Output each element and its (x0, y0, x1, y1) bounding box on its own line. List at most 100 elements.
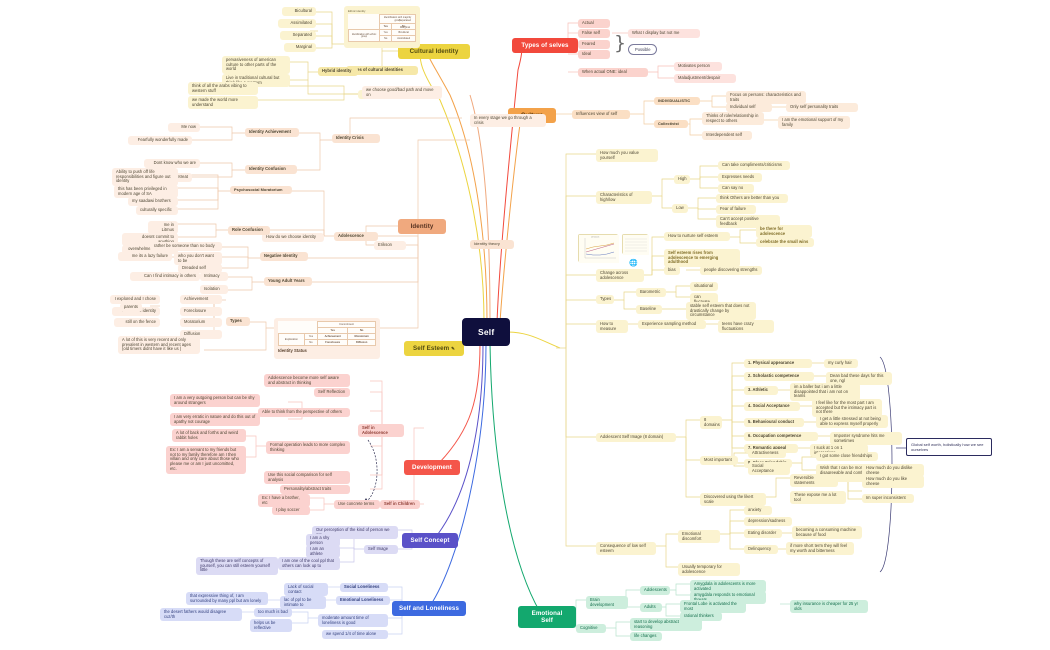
node-characteristics-high-low[interactable]: Characteristics of high/low (596, 191, 652, 205)
node-high-item-2[interactable]: Expresses needs (718, 173, 762, 182)
node-brain-development[interactable]: Brain development (586, 596, 628, 610)
node-when-actual-one-ideal[interactable]: When actual ONE: ideal (578, 68, 648, 77)
node-domain-7[interactable]: 7. Romantic appeal (744, 444, 798, 453)
node-role-confusion-item-1[interactable]: me in Litmus (148, 221, 178, 235)
node-self-image[interactable]: Self Image (364, 545, 398, 554)
branch-self-and-loneliness[interactable]: Self and Loneliness (392, 601, 466, 617)
node-cultural-type-marginal[interactable]: Marginal (284, 43, 316, 52)
node-adolescents[interactable]: Adolescents (640, 586, 670, 595)
node-most-important-1[interactable]: Attractiveness (748, 449, 786, 458)
node-most-important-2[interactable]: Social Acceptance (748, 462, 790, 476)
branch-types-of-selves[interactable]: Types of selves (512, 38, 578, 54)
node-children-example-2[interactable]: I play soccer (272, 506, 310, 515)
node-eating-disorder-note[interactable]: becoming a consuming machine because of … (792, 526, 862, 540)
node-crisis-top-note[interactable]: we choose good/bad path and move on (362, 86, 442, 100)
node-emotional-loneliness-note[interactable]: that expressive thing of, I am surrounde… (186, 592, 268, 606)
node-collectivist[interactable]: Collectivist (654, 120, 688, 129)
node-dev-perspective-note-1[interactable]: I am a very outgoing person but can be s… (170, 394, 260, 408)
node-self-image-child-1[interactable]: I am a shy person (306, 534, 340, 548)
node-likert-scale[interactable]: Discovered using the likert scale (700, 493, 766, 507)
node-experience-sampling[interactable]: Experience sampling method (638, 320, 706, 329)
node-negative-item-2[interactable]: who you don't want to be (174, 252, 222, 266)
node-hybrid-americanization[interactable]: pervasiveness of american culture to oth… (222, 56, 290, 75)
node-usually-temporary[interactable]: Usually temporary for adolescence (678, 563, 740, 577)
node-self-concept-bottom[interactable]: I am one of the cool ppl that others can… (278, 557, 340, 571)
node-influences-view-of-self[interactable]: Influences view of self (572, 110, 630, 119)
node-motivates-person[interactable]: Motivates person (674, 62, 722, 71)
node-types-label[interactable]: Types (226, 317, 250, 326)
node-low-item-1[interactable]: think Others are better than you (716, 194, 788, 203)
node-self-in-adolescence[interactable]: Self in Adolescence (358, 424, 404, 438)
node-dev-self-reflection[interactable]: Self Reflection (314, 388, 350, 397)
node-cognitive-item-2[interactable]: life changes (630, 632, 662, 641)
node-domain-4-note[interactable]: I feel like for the most part I am accep… (812, 399, 882, 418)
node-moratorium-item-1[interactable]: Ability to push off life responsibilitie… (112, 168, 178, 187)
node-identity-theory[interactable]: Identity theory (470, 240, 514, 249)
node-self-false[interactable]: False self (578, 29, 610, 38)
node-high-item-1[interactable]: Can take compliments/criticisms (718, 161, 790, 170)
node-self-in-children[interactable]: Self in Children (380, 500, 420, 509)
node-moratorium-item-2[interactable]: this has been privileged in modern age o… (114, 185, 178, 199)
node-adults-item-1[interactable]: Frontal Lobe is activated the most (680, 600, 746, 614)
node-consequence-low-self-esteem[interactable]: Consequence of low self esteem (596, 542, 656, 556)
node-dev-perspective-note-2[interactable]: I am very erratic in nature and do this … (170, 413, 260, 427)
node-hybrid-identity[interactable]: Hybrid identity (318, 67, 358, 76)
node-social-loneliness-child[interactable]: Lack of social contact (284, 583, 328, 597)
node-identity-confusion[interactable]: Identity Confusion (245, 165, 297, 174)
node-sampling-child[interactable]: teens have crazy fluctuations (718, 320, 774, 334)
node-negative-identity[interactable]: Negative Identity (260, 252, 308, 261)
node-reversible-statements[interactable]: Reversible statements (790, 474, 838, 488)
node-adults[interactable]: Adults (640, 603, 662, 612)
global-self-worth-note[interactable]: Global self worth, holistically how we s… (906, 438, 992, 456)
node-young-adult-item-1[interactable]: Intimacy (200, 272, 228, 281)
node-domain-1-note[interactable]: my curly hair (824, 359, 858, 368)
node-eating-disorder[interactable]: Eating disorder (744, 529, 782, 538)
node-types-self-esteem[interactable]: Types (596, 295, 614, 304)
branch-self-esteem[interactable]: Self Esteem ✎ (404, 341, 464, 357)
node-change-across-adolescence[interactable]: Change across adolescence (596, 269, 644, 283)
node-delinquency-note[interactable]: if more short term they will feel my wor… (786, 542, 854, 556)
node-achievement-item-2[interactable]: Fearfully wonderfully made (128, 136, 192, 145)
node-high[interactable]: High (674, 175, 690, 184)
node-dev-perspective[interactable]: Able to think from the perspective of ot… (258, 408, 350, 417)
node-moratorium-item-3[interactable]: my saadawi brothers (128, 197, 178, 206)
branch-self-concept[interactable]: Self Concept (402, 533, 458, 549)
node-too-much-is-bad[interactable]: too much is bad (254, 608, 292, 617)
node-individual-self-child[interactable]: Only self personality traits (786, 103, 858, 112)
node-tiktok-child-2[interactable]: we made the world more understand (188, 96, 258, 110)
node-maladjustment-despair[interactable]: Maladjustment/despair (674, 74, 736, 83)
node-domain-8-note-1[interactable]: I got some close friendships (816, 452, 878, 461)
node-how-to-measure[interactable]: How to measure (596, 320, 628, 334)
node-likert-item-1[interactable]: How much do you dislike cheese (862, 464, 924, 478)
node-young-adult-side-note[interactable]: Can I find intimacy in others (130, 272, 200, 281)
node-dev-social-comparison[interactable]: Use this social comparison for self anal… (264, 471, 350, 485)
node-dev-personality-traits[interactable]: Personality/abstract traits (280, 485, 350, 494)
node-emotional-discomfort[interactable]: Emotional discomfort (678, 530, 720, 544)
node-moratorium-item-4[interactable]: culturally specific (136, 206, 178, 215)
node-false-self-child[interactable]: What I display but not me (628, 29, 700, 38)
node-spend-quarter-time-alone[interactable]: we spend 1/4 of time alone (322, 630, 388, 639)
node-negative-item-3[interactable]: Dreaded self (178, 264, 222, 273)
node-young-adult-years[interactable]: Young Adult Years (264, 277, 312, 286)
node-crisis-header[interactable]: In every stage we go through a crisis (470, 114, 546, 128)
node-role-confusion[interactable]: Role Confusion (228, 226, 270, 235)
node-self-feared[interactable]: Feared (578, 40, 610, 49)
node-self-concept-bottom-note[interactable]: Though these are self concepts of yourse… (196, 557, 278, 576)
node-status-achievement-note[interactable]: I explored and I chose (110, 295, 160, 304)
node-domain-5[interactable]: 5. Behavioural conduct (744, 418, 804, 427)
branch-development[interactable]: Development (404, 460, 460, 476)
node-possible[interactable]: Possible (628, 44, 658, 55)
branch-identity[interactable]: Identity (398, 219, 446, 235)
node-nurture-child-1[interactable]: be there for adolescence (756, 225, 812, 239)
node-cultural-type-assimilated[interactable]: Assimilated (278, 19, 316, 28)
node-individualistic[interactable]: INDIVIDUALISTIC (654, 97, 700, 106)
node-dev-formal-note-2[interactable]: Ex: I am a servant to my friends but not… (166, 446, 246, 474)
node-parents-note[interactable]: parents (120, 303, 142, 312)
node-psychosocial-moratorium[interactable]: Psychosocial Moratorium (230, 186, 292, 195)
node-barometric-child-1[interactable]: situational (690, 282, 718, 291)
node-barometric[interactable]: Barometric (636, 288, 666, 297)
node-types-of-cultural-identities[interactable]: Types of cultural identities (346, 66, 418, 75)
node-cultural-type-bicultural[interactable]: Bicultural (282, 7, 316, 16)
node-dev-formal-operation[interactable]: Formal operation leads to more complex t… (266, 441, 350, 455)
node-how-nurture-self-esteem[interactable]: How to nurture self esteem (664, 232, 730, 241)
